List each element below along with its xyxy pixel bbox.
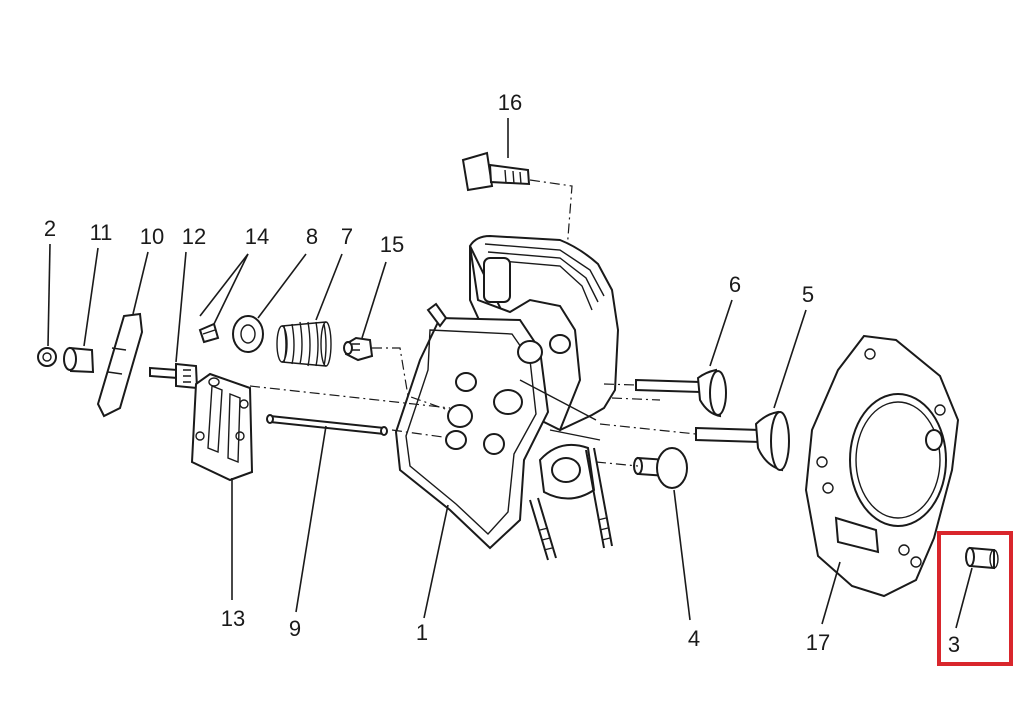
- label-3: 3: [948, 632, 960, 657]
- label-13: 13: [221, 606, 245, 631]
- part-6-valve: 6: [603, 272, 741, 418]
- part-4-valve-guide: 4: [595, 447, 700, 651]
- part-8-spring-retainer: 8: [232, 224, 318, 353]
- label-14: 14: [245, 224, 269, 249]
- label-5: 5: [802, 282, 814, 307]
- label-1: 1: [416, 620, 428, 645]
- part-16-bolt: 16: [461, 90, 573, 341]
- label-16: 16: [498, 90, 522, 115]
- part-3-dowel-pin[interactable]: 3: [948, 546, 999, 657]
- part-5-valve: 5: [599, 282, 814, 472]
- part-13-rocker-plate: 13: [190, 372, 451, 631]
- part-14-valve-cotters: 14: [198, 224, 269, 344]
- highlight-box: [937, 531, 1013, 666]
- part-9-push-rod: 9: [266, 414, 388, 641]
- label-8: 8: [306, 224, 318, 249]
- part-7-valve-spring: 7: [276, 224, 353, 367]
- label-15: 15: [380, 232, 404, 257]
- label-10: 10: [140, 224, 164, 249]
- part-17-head-gasket: 17: [804, 334, 960, 655]
- part-2-nut: 2: [37, 216, 57, 367]
- label-9: 9: [289, 616, 301, 641]
- label-6: 6: [729, 272, 741, 297]
- label-7: 7: [341, 224, 353, 249]
- part-10-rocker-arm: 10: [96, 224, 164, 418]
- part-1-cylinder-head: 1: [394, 234, 620, 645]
- part-11-pivot: 11: [63, 220, 113, 374]
- part-12-stud: 12: [149, 224, 206, 390]
- label-12: 12: [182, 224, 206, 249]
- label-11: 11: [90, 220, 113, 245]
- label-2: 2: [44, 216, 56, 241]
- part-15-stem-seal: 15: [343, 232, 449, 411]
- label-17: 17: [806, 630, 830, 655]
- label-4: 4: [688, 626, 700, 651]
